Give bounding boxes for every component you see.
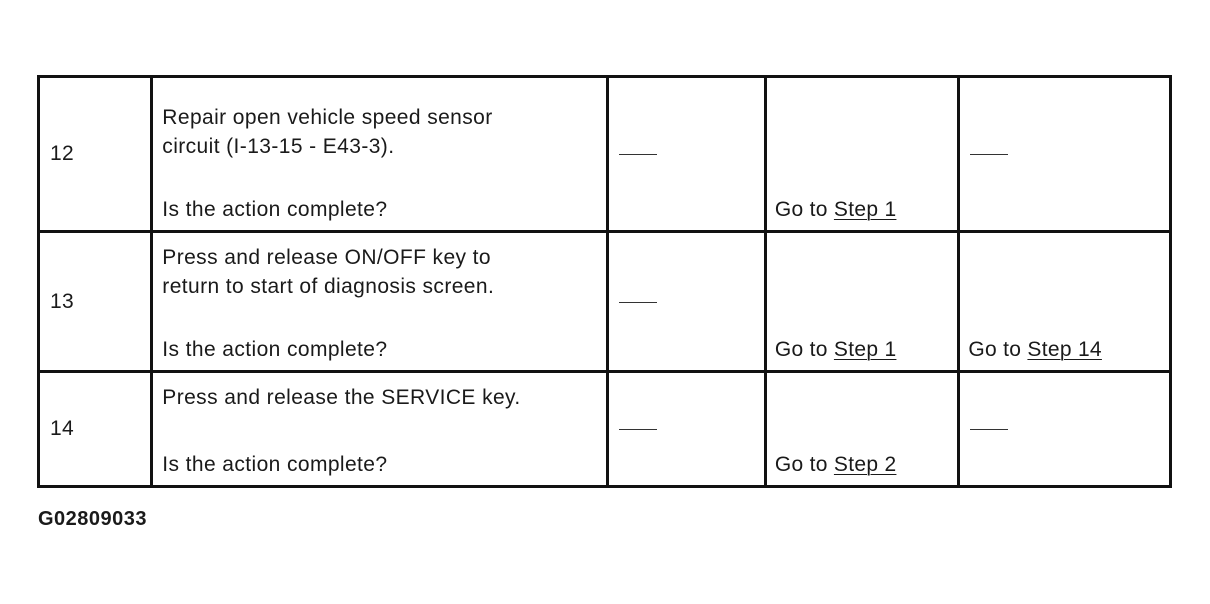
action-question: Is the action complete? [162, 198, 388, 221]
action-question: Is the action complete? [162, 453, 388, 476]
yes-cell: Go to Step 1 [763, 230, 961, 373]
action-text: Repair open vehicle speed sensor circuit… [162, 106, 493, 158]
goto-text: Go to Step 14 [968, 338, 1102, 362]
step-link[interactable]: Step 2 [833, 453, 897, 476]
action-text: Press and release the SERVICE key. [162, 386, 521, 409]
yes-cell: Go to Step 1 [763, 75, 961, 233]
goto-prefix: Go to [774, 198, 828, 221]
step-cell: 13 [36, 230, 154, 373]
blank-line [970, 154, 1009, 155]
step-link[interactable]: Step 1 [833, 338, 897, 361]
action-cell: Press and release the SERVICE key. Is th… [150, 370, 609, 488]
blank-line [618, 154, 657, 155]
spec-cell [605, 230, 767, 373]
step-link[interactable]: Step 14 [1027, 338, 1102, 361]
step-number: 12 [50, 142, 74, 165]
figure-id: G02809033 [38, 508, 148, 530]
goto-prefix: Go to [774, 338, 828, 361]
step-link[interactable]: Step 1 [833, 198, 897, 221]
no-cell: Go to Step 14 [957, 230, 1172, 373]
step-cell: 12 [36, 75, 154, 233]
yes-cell: Go to Step 2 [763, 370, 961, 488]
goto-text: Go to Step 1 [775, 338, 897, 362]
spec-cell [605, 370, 767, 488]
action-question: Is the action complete? [162, 338, 388, 361]
step-cell: 14 [36, 370, 154, 488]
table-row: 14 Press and release the SERVICE key. Is… [36, 370, 1172, 488]
spec-cell [605, 75, 767, 233]
step-number: 14 [50, 417, 74, 440]
blank-line [618, 429, 657, 430]
goto-text: Go to Step 1 [775, 198, 897, 222]
blank-line [618, 301, 657, 303]
goto-prefix: Go to [774, 453, 828, 476]
step-number: 13 [50, 289, 74, 313]
no-cell [957, 370, 1172, 488]
action-cell: Press and release ON/OFF key to return t… [150, 230, 609, 373]
goto-text: Go to Step 2 [775, 453, 897, 477]
blank-line [970, 429, 1009, 430]
diagnostic-table: 12 Repair open vehicle speed sensor circ… [36, 75, 1172, 488]
table-row: 12 Repair open vehicle speed sensor circ… [36, 75, 1172, 233]
table-row: 13 Press and release ON/OFF key to retur… [36, 230, 1172, 373]
action-cell: Repair open vehicle speed sensor circuit… [150, 75, 609, 233]
no-cell [957, 75, 1172, 233]
goto-prefix: Go to [968, 338, 1022, 361]
action-text: Press and release ON/OFF key to return t… [162, 246, 495, 298]
